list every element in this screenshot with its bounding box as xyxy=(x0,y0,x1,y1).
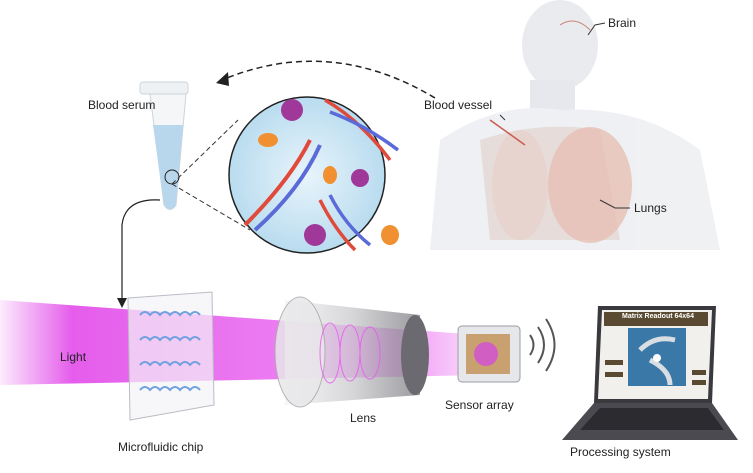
label-processing-system: Processing system xyxy=(570,445,671,459)
laptop xyxy=(562,306,738,440)
lungs-leader-line xyxy=(599,199,630,209)
screen-title: Matrix Readout 64x64 xyxy=(622,313,694,320)
label-light: Light xyxy=(60,350,87,364)
brain-leader-line xyxy=(587,22,606,36)
blood-serum-tube xyxy=(139,81,189,210)
label-blood-serum: Blood serum xyxy=(88,98,156,112)
lens xyxy=(274,296,429,408)
label-microfluidic-chip: Microfluidic chip xyxy=(118,440,204,454)
magnified-view xyxy=(228,96,400,254)
label-lungs: Lungs xyxy=(634,201,667,215)
label-lens: Lens xyxy=(350,411,377,425)
label-blood-vessel: Blood vessel xyxy=(424,98,493,112)
microfluidic-chip xyxy=(127,291,215,421)
dashed-arrow xyxy=(221,60,436,99)
human-body-illustration xyxy=(430,0,720,250)
serum-to-chip-arrow xyxy=(121,199,161,300)
label-sensor-array: Sensor array xyxy=(445,398,514,412)
sensor-array xyxy=(457,325,521,383)
wireless-signal-icon xyxy=(529,318,556,372)
label-brain: Brain xyxy=(608,16,637,30)
